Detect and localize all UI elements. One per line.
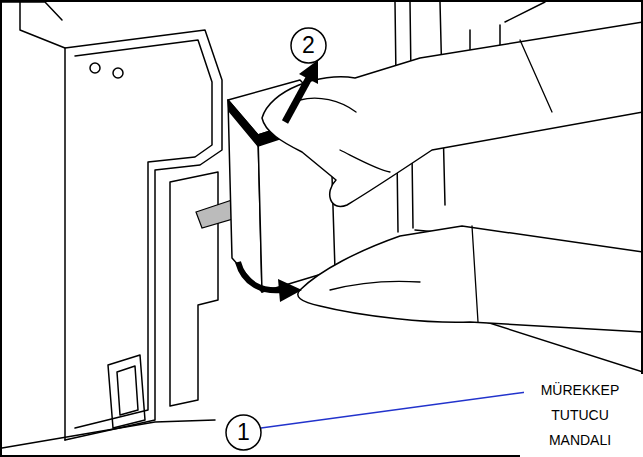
callout-ring: [291, 28, 326, 63]
sleeve-cuff: [520, 40, 552, 112]
callout-circle: 1: [225, 414, 262, 451]
machine-plate: [65, 30, 222, 440]
machine-edge: [20, 2, 65, 440]
machine-plate-inner: [75, 40, 212, 428]
callout-number: 2: [290, 27, 327, 64]
label-backdrop: [520, 374, 643, 457]
finger-line: [300, 98, 356, 112]
finger-line: [340, 150, 390, 172]
callout-ring: [226, 415, 261, 450]
screw-hole: [113, 68, 123, 78]
release-lever: [108, 355, 145, 428]
machine-base: [2, 420, 215, 448]
part-label: MÜREKKEP TUTUCU MANDALI: [524, 378, 636, 453]
leader-line: [261, 392, 527, 428]
rotate-arrow-shaft: [238, 262, 282, 290]
machine-top-edge: [505, 2, 545, 22]
finger-line: [330, 281, 420, 290]
lower-hand: [298, 226, 643, 332]
callout-circle: 2: [290, 27, 327, 64]
release-lever-detail: [117, 366, 138, 415]
sleeve-cuff: [472, 226, 478, 322]
machine-top-edge: [2, 2, 62, 20]
callout-number: 1: [225, 414, 262, 451]
rotate-arrow-head: [278, 279, 302, 302]
screw-hole: [90, 63, 100, 73]
upper-hand: [262, 22, 643, 206]
lift-arrow-shaft: [285, 78, 309, 122]
